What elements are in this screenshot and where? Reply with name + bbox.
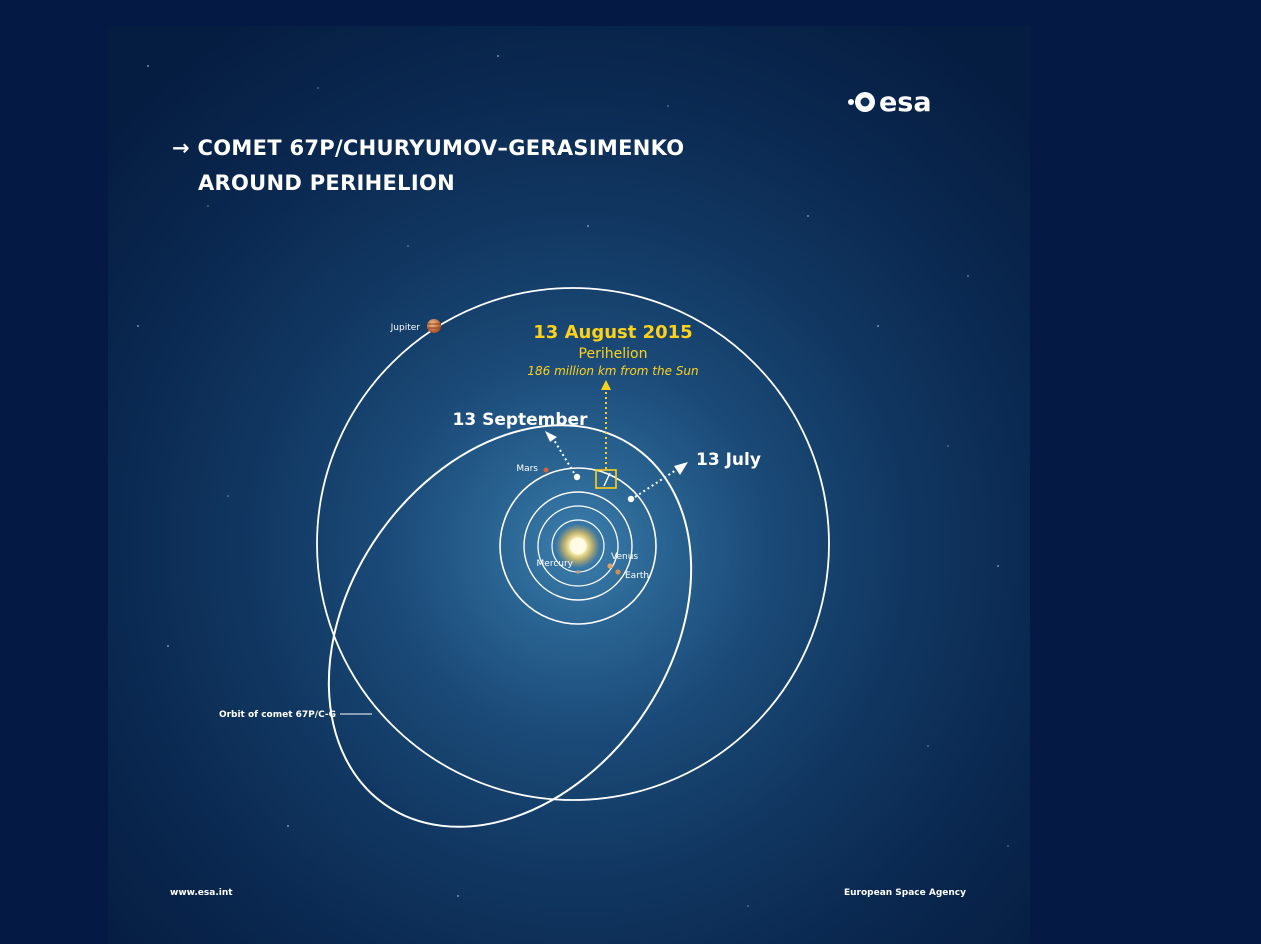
infographic-poster: 13 August 2015 Perihelion 186 million km… (108, 26, 1030, 944)
perihelion-distance: 186 million km from the Sun (527, 364, 698, 378)
footer-agency: European Space Agency (843, 888, 966, 898)
earth-orbit (523, 491, 633, 601)
venus-icon (607, 563, 613, 569)
page-title-line-1: → COMET 67P/CHURYUMOV–GERASIMENKO (172, 136, 685, 160)
star-field (137, 55, 1009, 907)
comet-position-september (573, 473, 581, 481)
label-earth: Earth (625, 571, 649, 581)
esa-logo-text: esa (879, 87, 932, 118)
label-venus: Venus (611, 552, 638, 562)
mars-icon (543, 467, 549, 473)
september-arrow (553, 439, 575, 474)
label-13-july: 13 July (696, 450, 761, 470)
july-arrow (634, 469, 677, 498)
perihelion-label: Perihelion (579, 346, 648, 362)
perihelion-marker-box (595, 469, 617, 489)
label-13-september: 13 September (453, 410, 589, 430)
perihelion-comet-mark (603, 472, 611, 487)
comet-position-july (627, 495, 635, 503)
esa-logo: esa (848, 87, 932, 118)
mercury-icon (576, 570, 580, 574)
footer-website: www.esa.int (170, 888, 233, 898)
comet-orbit (327, 424, 693, 828)
mars-orbit (499, 467, 657, 625)
sun-icon (570, 538, 586, 554)
page-title-line-2: AROUND PERIHELION (198, 171, 456, 195)
perihelion-date: 13 August 2015 (533, 322, 692, 343)
september-arrowhead (545, 431, 557, 442)
label-comet-orbit: Orbit of comet 67P/C-G (219, 710, 336, 720)
jupiter-icon (427, 319, 441, 333)
label-mars: Mars (516, 464, 538, 474)
venus-orbit (537, 505, 619, 587)
earth-icon (615, 569, 621, 575)
esa-logo-circle-inner (860, 97, 870, 107)
orbit-diagram: 13 August 2015 Perihelion 186 million km… (137, 55, 1009, 907)
label-jupiter: Jupiter (390, 323, 421, 333)
july-arrowhead (674, 462, 688, 475)
jupiter-orbit (316, 287, 830, 801)
label-mercury: Mercury (537, 559, 574, 569)
esa-logo-dot-small (848, 99, 854, 105)
perihelion-arrowhead (601, 380, 611, 390)
